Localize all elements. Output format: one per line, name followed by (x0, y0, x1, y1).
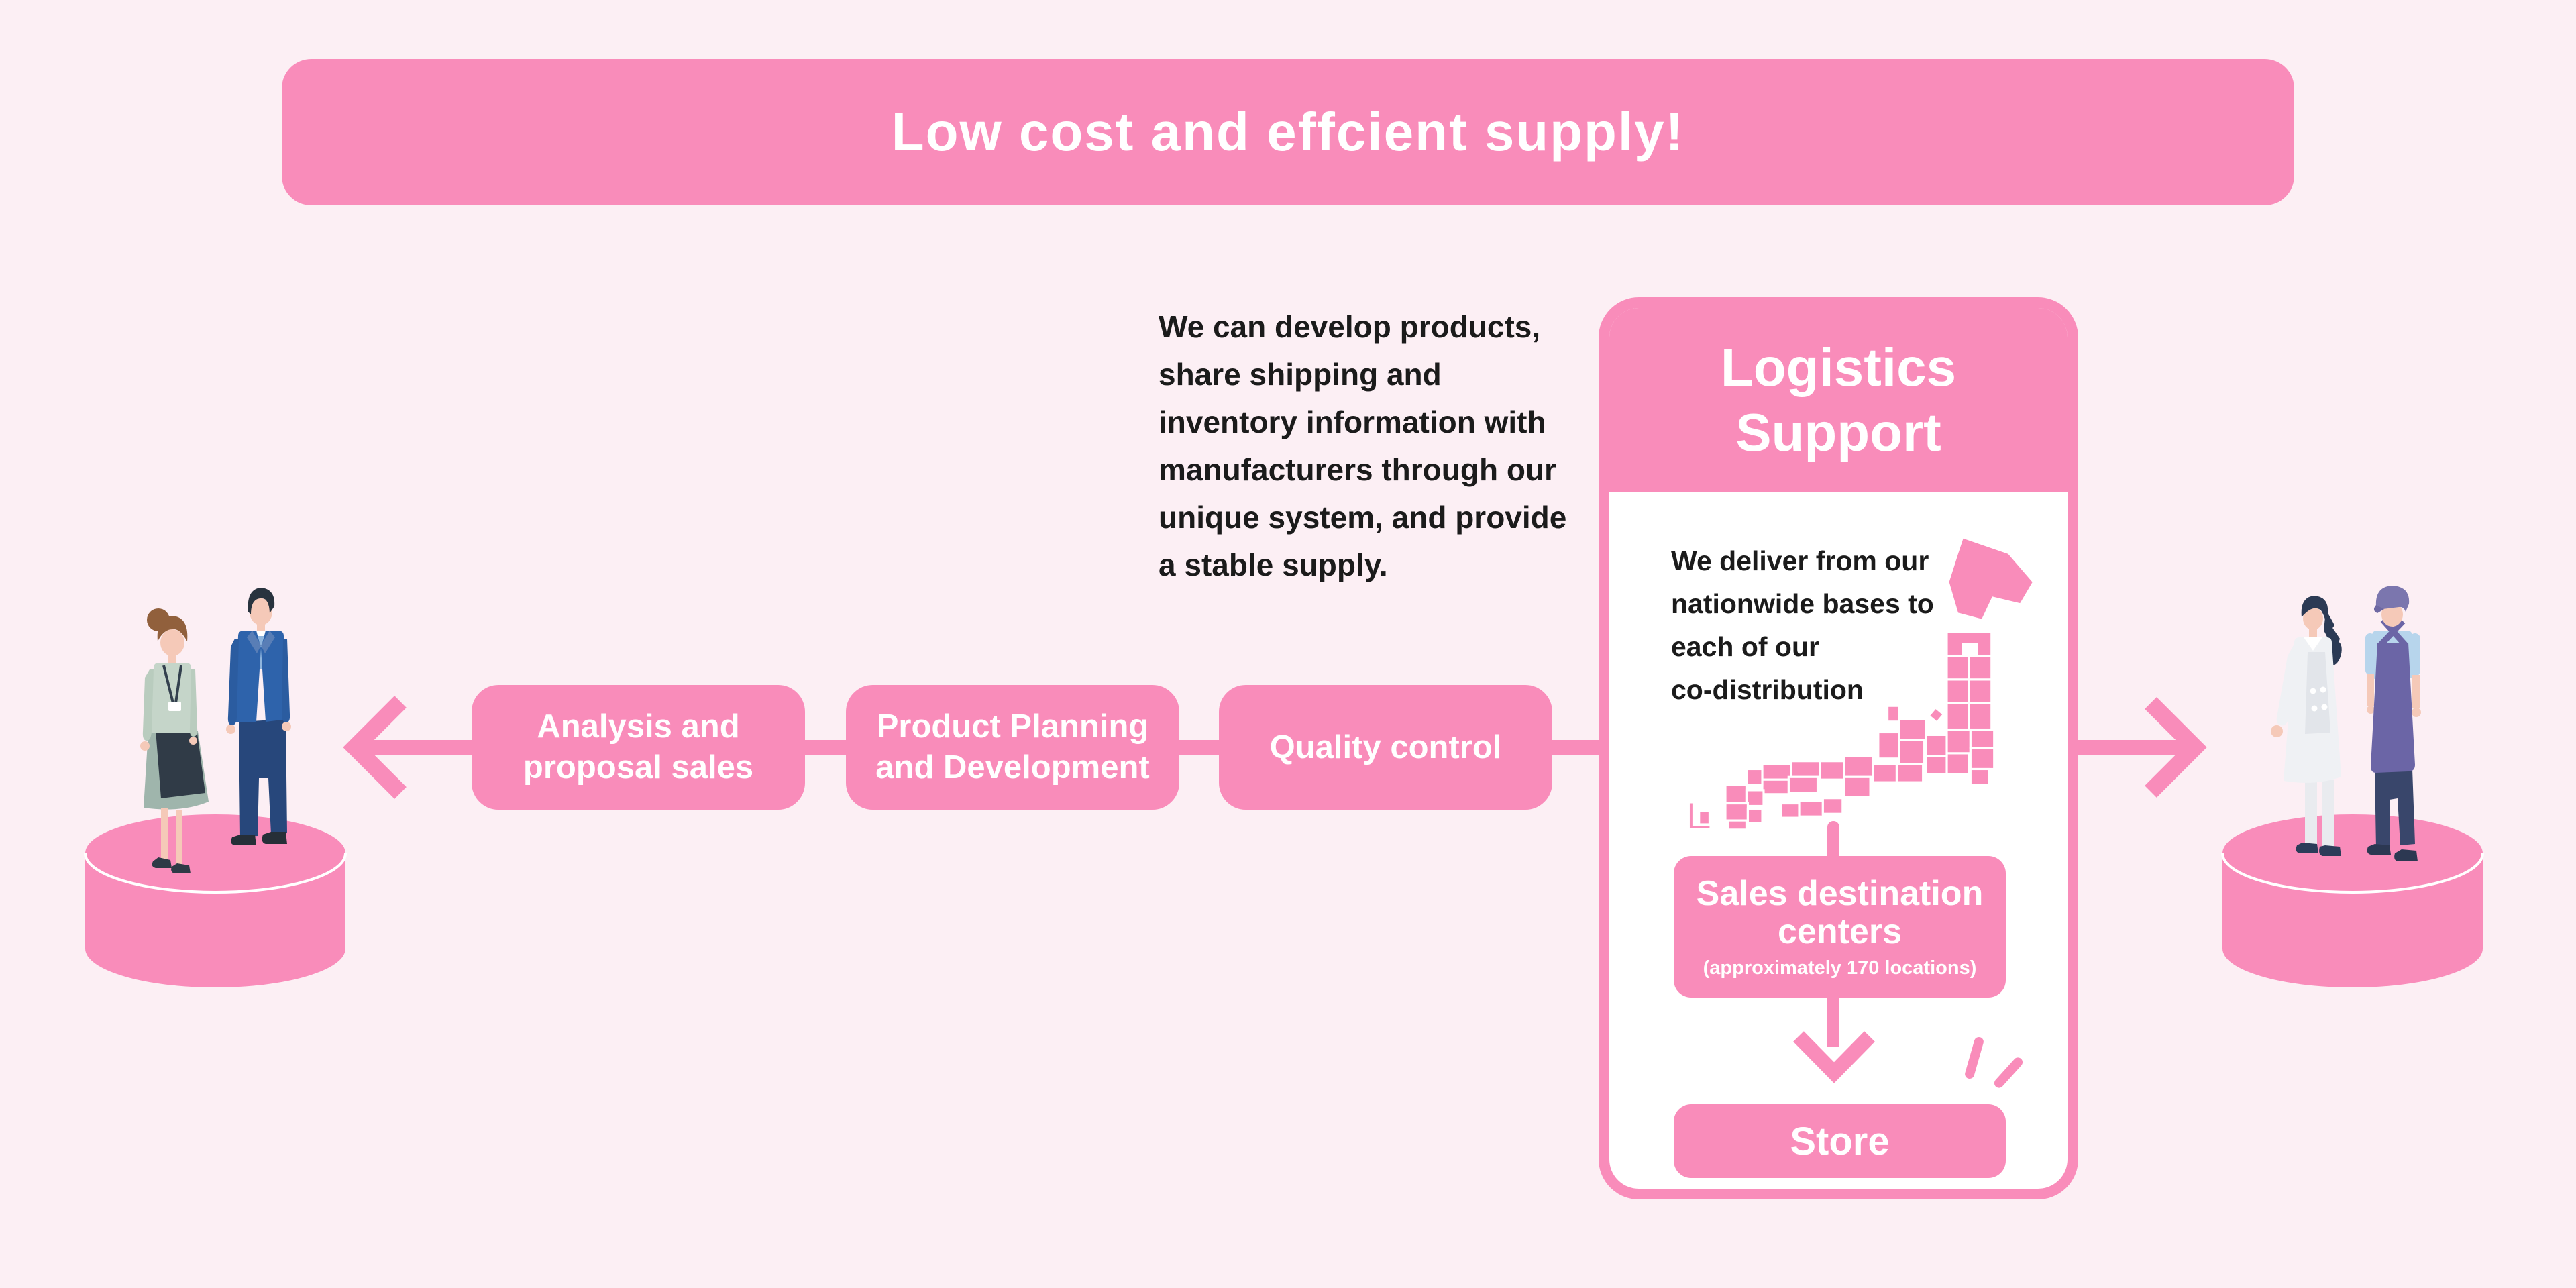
chevron-right-icon (2145, 697, 2207, 798)
sales-centers-label: centers (1778, 912, 1902, 951)
store-label: Store (1790, 1119, 1890, 1163)
process-box-planning: Product Planning and Development (846, 685, 1179, 810)
store-box: Store (1674, 1104, 2006, 1178)
process-label: Quality control (1269, 729, 1502, 765)
logistics-title: Logistics (1720, 337, 1957, 397)
process-label: Product Planning (876, 708, 1149, 745)
intro-line: inventory information with (1159, 405, 1546, 439)
intro-line: a stable supply. (1159, 547, 1388, 582)
process-label: proposal sales (523, 749, 754, 786)
logistics-panel: Logistics Support (1599, 297, 2078, 1199)
office-staff-pair-on-podium-icon (84, 588, 347, 987)
japan-map-icon (1688, 521, 2057, 831)
intro-line: unique system, and provide (1159, 500, 1567, 535)
flow-line-right (2078, 740, 2184, 755)
logistics-header: Logistics Support (1609, 308, 2068, 492)
process-box-quality: Quality control (1219, 685, 1552, 810)
logistics-body-line: We deliver from our (1671, 545, 1929, 576)
sales-centers-box: Sales destination centers (approximately… (1674, 856, 2006, 998)
process-label: Analysis and (537, 708, 740, 745)
logistics-body-line: each of our (1671, 631, 1819, 662)
chevron-down-icon (1793, 1031, 1875, 1083)
process-box-analysis: Analysis and proposal sales (472, 685, 805, 810)
page-title: Low cost and effcient supply! (891, 102, 1685, 162)
logistics-body-line: nationwide bases to (1671, 588, 1934, 619)
sales-centers-note: (approximately 170 locations) (1703, 957, 1977, 979)
intro-text: We can develop products, share shipping … (1159, 303, 1566, 589)
sales-centers-label: Sales destination (1696, 873, 1984, 913)
emphasis-mark-icon (1964, 1036, 1985, 1080)
intro-line: manufacturers through our (1159, 452, 1556, 487)
logistics-body-line: co-distribution (1671, 674, 1864, 705)
logistics-title: Support (1735, 402, 1941, 462)
intro-line: share shipping and (1159, 357, 1442, 392)
title-banner: Low cost and effcient supply! (282, 59, 2294, 205)
down-arrow-line (1827, 998, 1839, 1047)
map-to-centers-connector (1827, 821, 1839, 861)
emphasis-mark-icon (1992, 1055, 2025, 1090)
process-label: and Development (875, 749, 1150, 786)
intro-line: We can develop products, (1159, 309, 1541, 344)
store-staff-pair-on-podium-icon (2221, 586, 2484, 987)
chevron-left-icon (343, 696, 407, 799)
logistics-body-text: We deliver from our nationwide bases to … (1671, 539, 1934, 711)
